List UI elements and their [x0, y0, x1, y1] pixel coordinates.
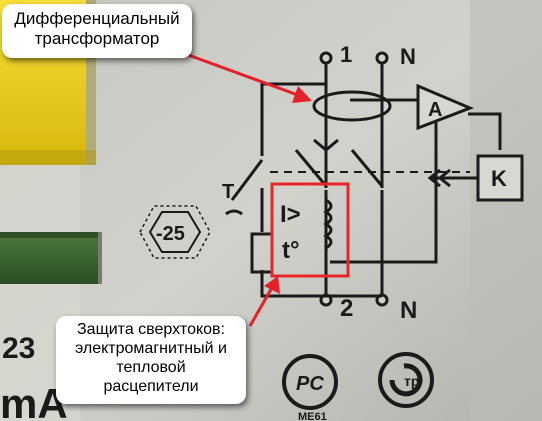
svg-text:МЕ61: МЕ61 [298, 411, 327, 421]
amplifier-block: A [416, 83, 475, 131]
transformer-toroid [312, 90, 392, 122]
callout-overcurrent-protection: Защита сверхтоков: электромагнитный и те… [56, 316, 246, 404]
test-label: T [222, 181, 234, 203]
callout-differential-transformer: Дифференциальный трансформатор [2, 4, 192, 58]
test-button: T [222, 181, 274, 274]
callout-transformer-line1: Дифференциальный [14, 9, 180, 28]
overcurrent-symbol: I> [280, 201, 301, 228]
svg-text:тр: тр [404, 373, 419, 389]
overcurrent-box: I> t° [270, 182, 350, 278]
green-indicator-window [0, 232, 102, 284]
rating-label: -25 [156, 223, 185, 245]
sertification-mark: тр [378, 352, 434, 408]
callout-protection-line1: Защита сверхтоков: [77, 321, 225, 338]
callout-protection-line4: расцепители [103, 378, 199, 395]
rating-badge: -25 [139, 205, 211, 259]
relay-label: K [491, 166, 507, 191]
callout-protection-line3: тепловой [116, 359, 186, 376]
thermal-symbol: t° [282, 237, 300, 264]
terminal-2-label: 2 [340, 295, 353, 322]
amplifier-label: A [428, 99, 442, 121]
terminal-n-top-label: N [400, 44, 416, 69]
svg-text:РС: РС [296, 373, 324, 395]
rst-mark: РС МЕ61 [282, 354, 338, 421]
callout-transformer-line2: трансформатор [34, 29, 160, 48]
terminal-n-bottom-label: N [400, 297, 417, 324]
callout-arrows [179, 50, 312, 327]
relay-block: K [476, 154, 524, 202]
voltage-print: 23 [2, 332, 35, 365]
terminal-1-label: 1 [340, 42, 352, 67]
circuit-diagram [230, 51, 502, 307]
callout-protection-line2: электромагнитный и [75, 340, 227, 357]
